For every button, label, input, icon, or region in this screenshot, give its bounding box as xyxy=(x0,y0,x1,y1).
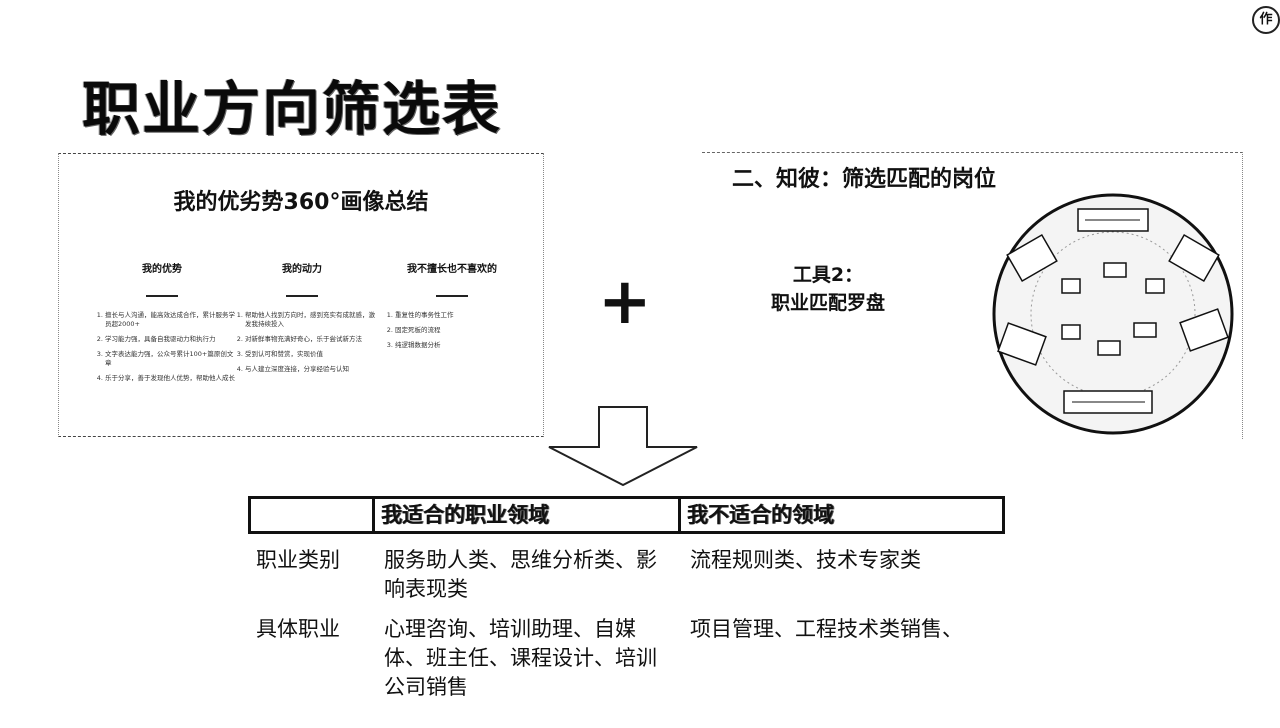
list-item: 重复性的事务性工作 xyxy=(395,311,527,320)
corner-badge-icon: 作 xyxy=(1252,6,1280,34)
list-item: 受到认可和赞赏，实现价值 xyxy=(245,350,377,359)
table-header-empty xyxy=(251,499,375,531)
list-item: 擅长与人沟通，能高效达成合作，累计服务学员超2000+ xyxy=(105,311,237,329)
strengths-summary-slide: 我的优劣势360°画像总结 我的优势 擅长与人沟通，能高效达成合作，累计服务学员… xyxy=(58,153,544,437)
column-list: 重复性的事务性工作 固定死板的流程 纯逻辑数据分析 xyxy=(377,311,527,350)
table-header-unfit: 我不适合的领域 xyxy=(687,503,834,527)
column-divider xyxy=(436,295,468,297)
table-header-fit: 我适合的职业领域 xyxy=(375,499,681,531)
list-item: 对新鲜事物充满好奇心，乐于尝试新方法 xyxy=(245,335,377,344)
list-item: 帮助他人找到方向时，感到充实有成就感，激发我持续投入 xyxy=(245,311,377,329)
list-item: 文字表达能力强，公众号累计100+篇原创文章 xyxy=(105,350,237,368)
unfit-jobs-cell: 项目管理、工程技术类销售、 xyxy=(690,617,963,641)
strengths-column: 我的优势 擅长与人沟通，能高效达成合作，累计服务学员超2000+ 学习能力强，具… xyxy=(87,260,237,389)
column-heading: 我的动力 xyxy=(282,264,322,275)
list-item: 纯逻辑数据分析 xyxy=(395,341,527,350)
list-item: 固定死板的流程 xyxy=(395,326,527,335)
column-divider xyxy=(286,295,318,297)
plus-icon: + xyxy=(598,265,652,339)
page-title: 职业方向筛选表 xyxy=(82,75,503,143)
column-heading: 我的优势 xyxy=(142,264,182,275)
tool-label-line1: 工具2： xyxy=(792,264,864,286)
row-label-jobs: 具体职业 xyxy=(256,617,340,641)
list-item: 学习能力强，具备自我驱动力和执行力 xyxy=(105,335,237,344)
compass-slide-title: 二、知彼：筛选匹配的岗位 xyxy=(732,167,997,192)
list-item: 乐于分享，善于发现他人优势，帮助他人成长 xyxy=(105,374,237,383)
motivation-column: 我的动力 帮助他人找到方向时，感到充实有成就感，激发我持续投入 对新鲜事物充满好… xyxy=(227,260,377,380)
dislikes-column: 我不擅长也不喜欢的 重复性的事务性工作 固定死板的流程 纯逻辑数据分析 xyxy=(377,260,527,356)
career-compass-icon xyxy=(992,193,1234,435)
career-compass-slide: 二、知彼：筛选匹配的岗位 工具2： 职业匹配罗盘 xyxy=(702,152,1243,439)
tool-label-line2: 职业匹配罗盘 xyxy=(770,292,885,314)
row-label-category: 职业类别 xyxy=(256,548,340,572)
column-list: 帮助他人找到方向时，感到充实有成就感，激发我持续投入 对新鲜事物充满好奇心，乐于… xyxy=(227,311,377,374)
strengths-slide-title: 我的优劣势360°画像总结 xyxy=(173,190,429,215)
column-divider xyxy=(146,295,178,297)
unfit-category-cell: 流程规则类、技术专家类 xyxy=(690,548,921,572)
fit-jobs-cell: 心理咨询、培训助理、自媒体、班主任、课程设计、培训公司销售 xyxy=(384,617,657,699)
list-item: 与人建立深度连接，分享经验与认知 xyxy=(245,365,377,374)
tool-label: 工具2： 职业匹配罗盘 xyxy=(748,261,908,317)
fit-category-cell: 服务助人类、思维分析类、影响表现类 xyxy=(384,548,657,601)
column-list: 擅长与人沟通，能高效达成合作，累计服务学员超2000+ 学习能力强，具备自我驱动… xyxy=(87,311,237,383)
down-arrow-icon xyxy=(548,406,698,487)
column-heading: 我不擅长也不喜欢的 xyxy=(407,264,497,275)
table-header-row: 我适合的职业领域 我不适合的领域 xyxy=(248,496,1005,534)
